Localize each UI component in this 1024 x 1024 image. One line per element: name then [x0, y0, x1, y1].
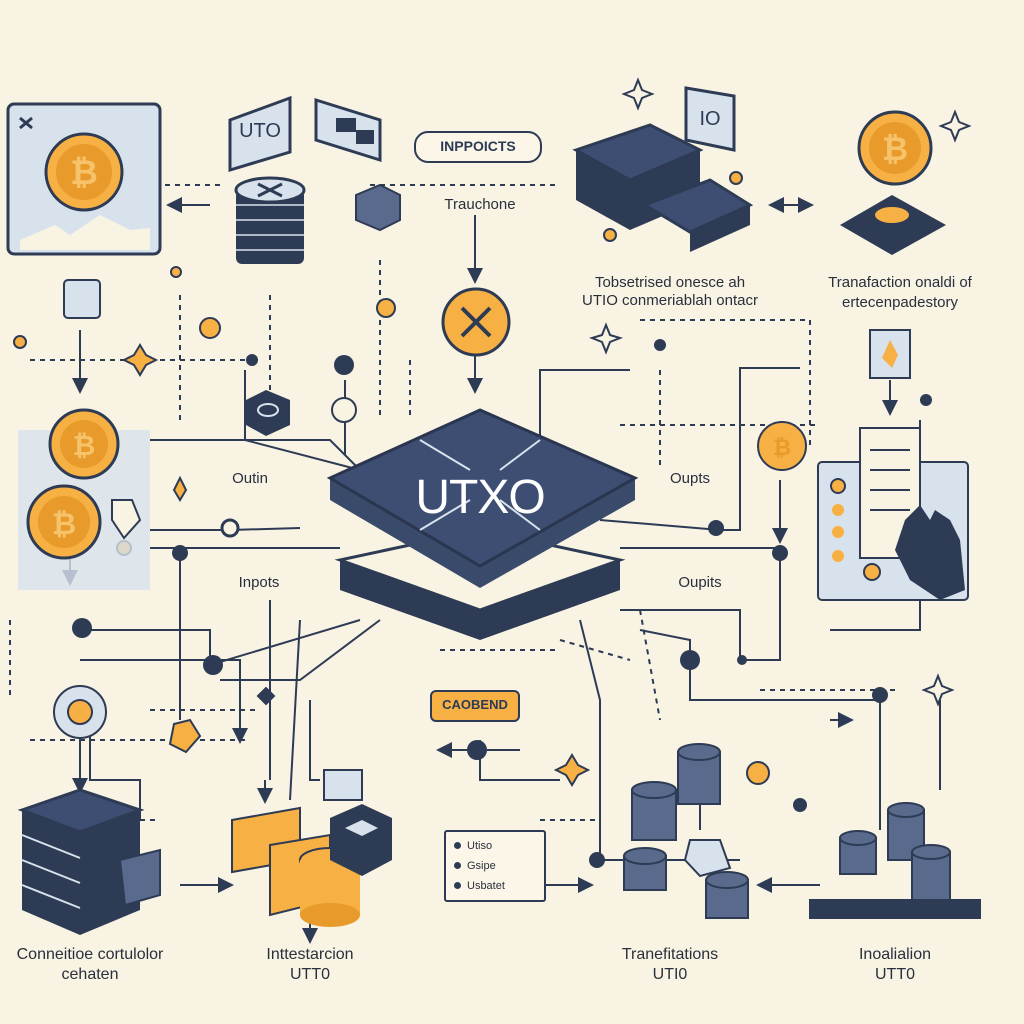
legend-dot [454, 842, 461, 849]
coin-platform-top-right: ₿ [840, 110, 946, 255]
uto-box [228, 95, 292, 173]
legend-dot [454, 882, 461, 889]
legend-item: Utiso [454, 840, 492, 852]
legend-item: Gsipe [454, 860, 496, 872]
io-box-label: IO [699, 108, 721, 130]
junction-dots [13, 118, 932, 868]
coin-card-top-left: ₿ [6, 102, 162, 256]
label-top-mid-right-1: Tobsetrised onesce ah [594, 274, 746, 291]
label-bottom-3-line1: Tranefitations [621, 946, 719, 963]
label-bottom-4-line2: UTT0 [875, 966, 915, 983]
label-bottom-1-line2: cehaten [61, 966, 119, 983]
hub-label: UTXO [415, 471, 545, 524]
dashed-lines [9, 184, 900, 821]
legend-box: Utiso Gsipe Usbatet [444, 830, 546, 902]
document-hand-right: ₿ [757, 329, 969, 601]
label-top-right-2: ertecenpadestory [842, 294, 958, 311]
server-bottom-left [17, 685, 161, 935]
orange-blocks-bottom [168, 718, 392, 927]
legend-item-label: Gsipe [467, 860, 496, 872]
legend-item-label: Usbatet [467, 880, 505, 892]
label-bottom-2-line2: UTT0 [290, 966, 330, 983]
label-bottom-4-line1: Inoalialion [858, 946, 932, 963]
svg-text:₿: ₿ [773, 435, 791, 460]
arrows [62, 197, 898, 944]
label-left-lower: Inpots [238, 574, 280, 591]
blocks-top-right [572, 123, 754, 252]
tag-top: INPPOICTS [414, 131, 542, 163]
svg-text:₿: ₿ [70, 154, 98, 192]
blocks-top-center [314, 97, 401, 232]
label-left-mid: Outin [232, 470, 268, 487]
legend-dot [454, 862, 461, 869]
tag-bottom: CAOBEND [430, 690, 520, 722]
uto-box-label: UTO [239, 120, 281, 142]
small-icons-left [63, 279, 357, 502]
coin-stack-top [234, 176, 306, 264]
label-bottom-3-line2: UTI0 [652, 966, 688, 983]
legend-item-label: Utiso [467, 840, 493, 852]
coin-stacks-bottom-right [623, 743, 981, 919]
label-right-mid: Oupts [669, 470, 711, 487]
label-bottom-1-line1: Conneitioe cortulolor [16, 946, 164, 963]
label-top-mid-right-2: UTIO conmeriablah ontacr [582, 292, 758, 309]
io-box [684, 86, 736, 152]
svg-text:₿: ₿ [882, 131, 908, 167]
label-top-right-1: Tranafaction onaldi of [828, 274, 972, 291]
label-bottom-2-line1: Inttestarcion [266, 946, 354, 963]
utxo-hub [326, 408, 639, 640]
label-top-center: Trauchone [444, 196, 516, 213]
x-coin [441, 287, 511, 357]
label-right-lower: Oupits [678, 574, 722, 591]
coin-cluster-left: ₿ ₿ [18, 408, 150, 590]
sparkle-icons [121, 77, 972, 787]
svg-text:₿: ₿ [52, 508, 76, 541]
svg-text:₿: ₿ [73, 430, 96, 461]
legend-item: Usbatet [454, 880, 505, 892]
